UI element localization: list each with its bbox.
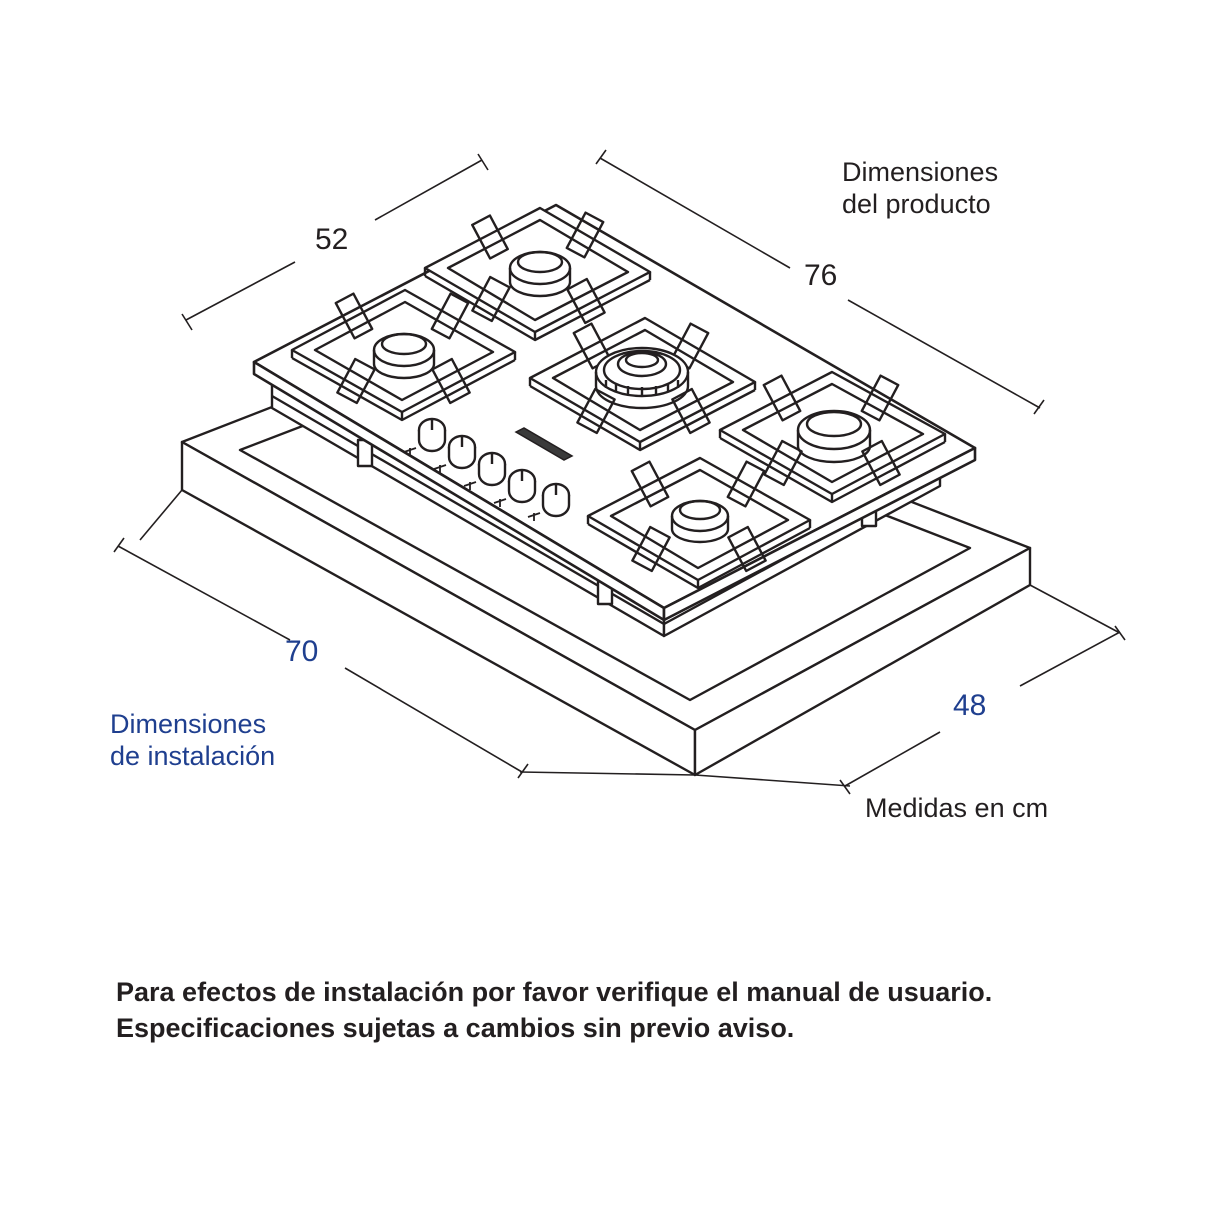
dim-tick-install-width-1 [113,537,125,553]
installation-caption-line2: de instalación [110,741,276,772]
burner-front-left [290,288,517,422]
dim-tick-install-width-2 [517,763,529,779]
dim-tick-install-depth-2 [1114,625,1126,641]
ext-line-install-bottom [519,771,696,776]
burner-rear-left [423,206,652,342]
dim-line-product-depth-b [374,159,483,221]
dim-line-install-width-a [117,545,291,641]
burners [290,206,947,590]
ext-line-install-right [1029,584,1119,633]
knob-4 [493,468,537,507]
installation-caption-line1: Dimensiones [110,709,267,739]
units-note: Medidas en cm [865,793,1049,823]
burner-center-wok [528,316,757,452]
burner-right [718,370,947,504]
ext-line-install-front-mid [694,774,851,787]
dim-line-install-depth-b [1019,631,1121,687]
footer-note-line1: Para efectos de instalación por favor ve… [116,977,993,1007]
dim-tick-product-width-1 [595,149,607,165]
burner-front-center [586,456,812,590]
installation-width-value: 70 [285,635,319,668]
dimension-lines [113,149,1126,795]
knob-1 [403,417,447,456]
dim-line-install-width-b [344,667,523,773]
knob-3 [463,451,507,490]
product-caption-line2: del producto [842,189,991,220]
product-width-value: 76 [804,259,838,292]
dim-line-product-depth-a [185,261,296,321]
dim-line-product-width-b [847,299,1041,409]
ext-line-install-front-left [139,489,183,541]
installation-dimensions-caption: Dimensiones de instalación [110,708,275,773]
footer-note-line2: Especificaciones sujetas a cambios sin p… [116,1013,795,1043]
dim-line-product-width-a [599,157,791,269]
installation-depth-value: 48 [953,689,987,722]
control-knobs [403,417,574,521]
brand-logo-plate [514,427,574,461]
knob-5 [527,482,571,521]
product-caption-line1: Dimensiones [842,157,999,187]
dim-tick-product-depth-2 [477,153,489,171]
product-dimensions-caption: Dimensiones del producto [842,156,998,221]
footer-note: Para efectos de instalación por favor ve… [116,974,992,1046]
dim-tick-install-depth-1 [839,779,851,795]
dim-line-install-depth-a [844,731,941,787]
glass-right-edge [662,446,977,622]
knob-2 [433,434,477,473]
product-depth-value: 52 [315,223,349,256]
dim-tick-product-width-2 [1033,399,1045,415]
dim-tick-product-depth-1 [181,313,193,331]
